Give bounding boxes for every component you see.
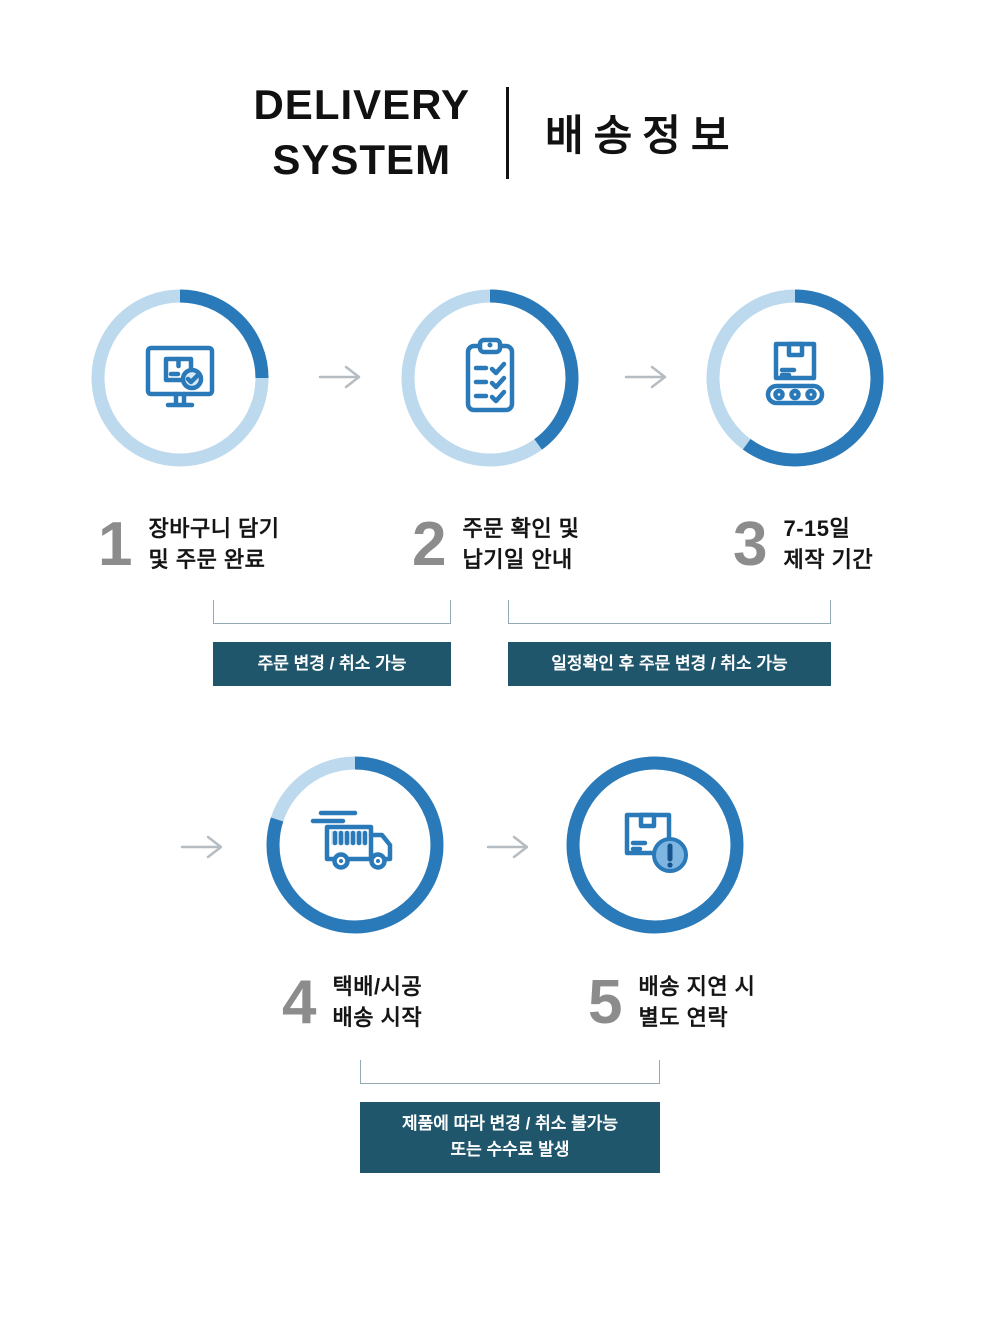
- bracket-line-3: [360, 1060, 660, 1084]
- step-text-3: 7-15일 제작 기간: [783, 514, 873, 576]
- step-circle-5: [565, 755, 745, 935]
- step-label-4: 4 택배/시공 배송 시작: [282, 972, 422, 1034]
- title-divider: [505, 86, 509, 179]
- note-2: 일정확인 후 주문 변경 / 취소 가능: [508, 600, 831, 687]
- note-1: 주문 변경 / 취소 가능: [213, 600, 451, 687]
- step-text-2-line2: 납기일 안내: [462, 547, 573, 572]
- note-badge-3: 제품에 따라 변경 / 취소 불가능 또는 수수료 발생: [360, 1102, 660, 1173]
- step-number-1: 1: [98, 510, 133, 579]
- step-text-1-line2: 및 주문 완료: [148, 547, 266, 572]
- step-circle-4: [265, 755, 445, 935]
- note-3: 제품에 따라 변경 / 취소 불가능 또는 수수료 발생: [360, 1060, 660, 1173]
- step-text-2-line1: 주문 확인 및: [462, 516, 580, 542]
- title-line2: SYSTEM: [272, 135, 452, 183]
- step-number-4: 4: [282, 968, 317, 1037]
- step-text-4-line2: 배송 시작: [332, 1005, 423, 1030]
- step-circle-1: [90, 288, 270, 468]
- step-label-1: 1 장바구니 담기 및 주문 완료: [98, 514, 280, 576]
- header: DELIVERY SYSTEM 배송정보: [0, 78, 993, 187]
- step-circle-3: [705, 288, 885, 468]
- step-text-2: 주문 확인 및 납기일 안내: [462, 514, 579, 576]
- progress-ring-1: [91, 289, 269, 467]
- title-line1: DELIVERY: [253, 81, 470, 128]
- progress-ring-3: [706, 289, 884, 467]
- note-2-text: 일정확인 후 주문 변경 / 취소 가능: [551, 654, 788, 673]
- step-text-1: 장바구니 담기 및 주문 완료: [148, 514, 279, 576]
- bracket-line-1: [213, 600, 451, 624]
- note-3-line2: 또는 수수료 발생: [450, 1140, 570, 1160]
- step-text-5-line1: 배송 지연 시: [638, 974, 756, 1000]
- step-text-4-line1: 택배/시공: [332, 974, 423, 1000]
- step-label-5: 5 배송 지연 시 별도 연락: [588, 972, 755, 1034]
- progress-ring-4: [266, 756, 444, 934]
- step-text-5: 배송 지연 시 별도 연락: [638, 972, 755, 1034]
- conveyor-box-icon: [765, 341, 825, 406]
- arrow-right-icon: [624, 365, 667, 389]
- note-3-line1: 제품에 따라 변경 / 취소 불가능: [401, 1114, 619, 1133]
- box-alert-icon: [624, 812, 688, 873]
- bracket-line-2: [508, 600, 831, 624]
- arrow-right-icon: [318, 365, 361, 389]
- truck-icon: [310, 810, 393, 870]
- arrow-right-icon: [486, 835, 529, 859]
- arrow-right-icon: [180, 835, 223, 859]
- step-number-2: 2: [412, 510, 447, 579]
- page-title-en: DELIVERY SYSTEM: [253, 78, 469, 187]
- monitor-order-icon: [145, 345, 215, 408]
- step-circle-2: [400, 288, 580, 468]
- step-number-3: 3: [733, 510, 768, 579]
- step-text-3-line2: 제작 기간: [783, 547, 874, 572]
- checklist-icon: [465, 337, 515, 413]
- step-number-5: 5: [588, 968, 623, 1037]
- step-label-2: 2 주문 확인 및 납기일 안내: [412, 514, 579, 576]
- note-1-text: 주문 변경 / 취소 가능: [257, 654, 407, 673]
- step-text-3-line1: 7-15일: [783, 516, 851, 542]
- note-badge-2: 일정확인 후 주문 변경 / 취소 가능: [508, 642, 831, 687]
- step-text-5-line2: 별도 연락: [638, 1005, 729, 1030]
- step-label-3: 3 7-15일 제작 기간: [733, 514, 873, 576]
- progress-ring-5: [566, 756, 744, 934]
- step-text-1-line1: 장바구니 담기: [148, 516, 280, 542]
- page-title-ko: 배송정보: [544, 112, 740, 160]
- note-badge-1: 주문 변경 / 취소 가능: [213, 642, 451, 687]
- step-text-4: 택배/시공 배송 시작: [332, 972, 422, 1034]
- progress-ring-2: [401, 289, 579, 467]
